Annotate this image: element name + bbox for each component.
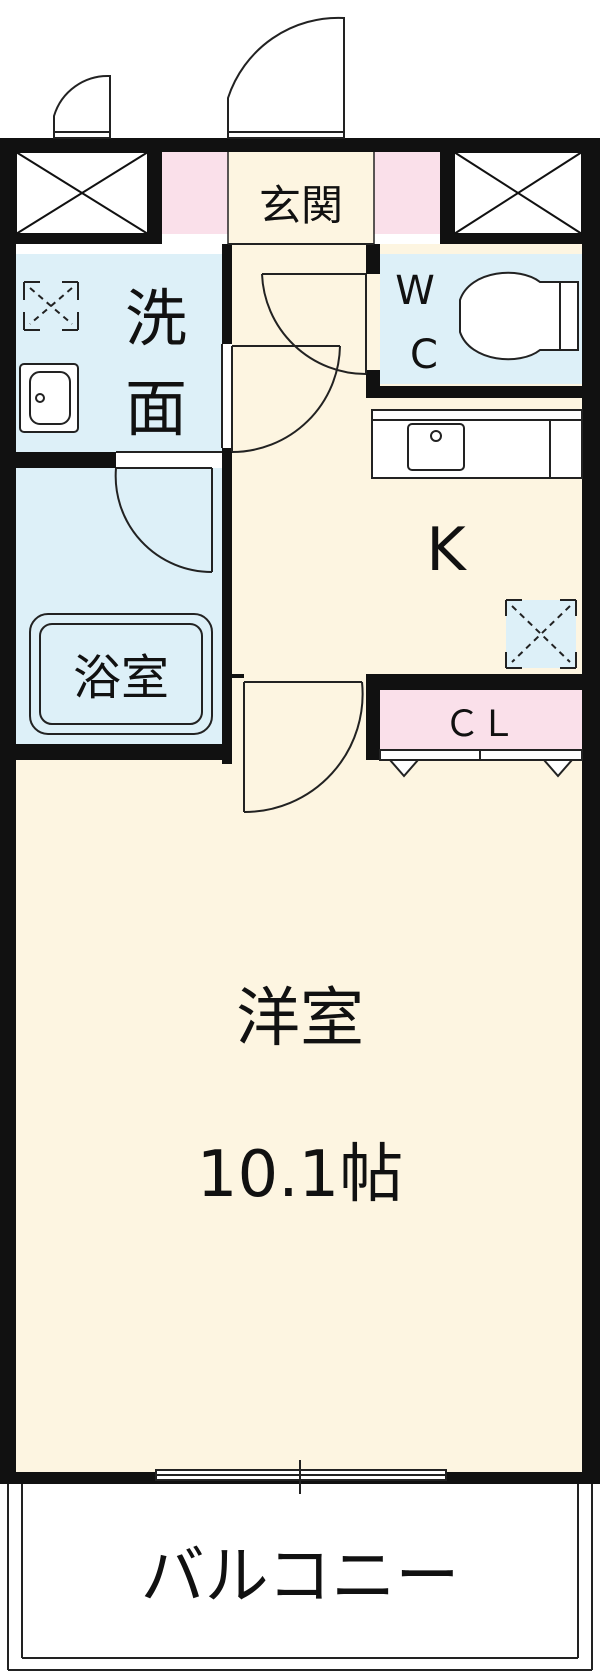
meter-box-door-icon — [53, 74, 111, 139]
entrance-label: 玄関 — [259, 181, 343, 230]
washroom-label-1: 洗 — [125, 282, 187, 355]
wc-label-c: C — [410, 332, 438, 378]
walls — [0, 138, 600, 1484]
wc-label-w: W — [395, 268, 435, 314]
western-room-label: 洋室 — [236, 982, 364, 1056]
bathroom-label: 浴室 — [73, 650, 169, 706]
washroom-door-icon — [221, 344, 341, 453]
shoe-storage-right — [374, 152, 440, 234]
front-door-icon — [227, 16, 345, 139]
shaft-left — [15, 151, 149, 235]
entrance-area — [228, 152, 374, 244]
kitchen-counter-icon — [371, 409, 583, 479]
balcony-window-icon — [155, 1460, 447, 1494]
closet-label: ＣＬ — [444, 704, 516, 745]
fridge-space-icon — [505, 599, 577, 669]
western-room-size-label: 10.1帖 — [197, 1138, 404, 1212]
shaft-right — [453, 151, 583, 235]
bathtub-icon — [29, 613, 213, 735]
washroom-label-2: 面 — [125, 372, 187, 445]
balcony-label: バルコニー — [141, 1540, 460, 1614]
shoe-storage-left — [162, 152, 228, 234]
corridor-to-room — [232, 674, 378, 764]
wc-door-icon — [261, 273, 367, 375]
closet-area — [380, 690, 582, 750]
kitchen-label: K — [426, 515, 467, 585]
bathroom-door-icon — [114, 451, 222, 574]
wash-basin-icon — [19, 363, 79, 433]
washing-machine-space-icon — [23, 281, 79, 331]
closet-door-icon — [379, 749, 583, 778]
toilet-icon — [459, 271, 579, 361]
room-door-icon — [243, 681, 364, 814]
western-room-area — [16, 760, 582, 1472]
bathroom-area — [16, 468, 222, 744]
balcony-area — [7, 1484, 593, 1671]
